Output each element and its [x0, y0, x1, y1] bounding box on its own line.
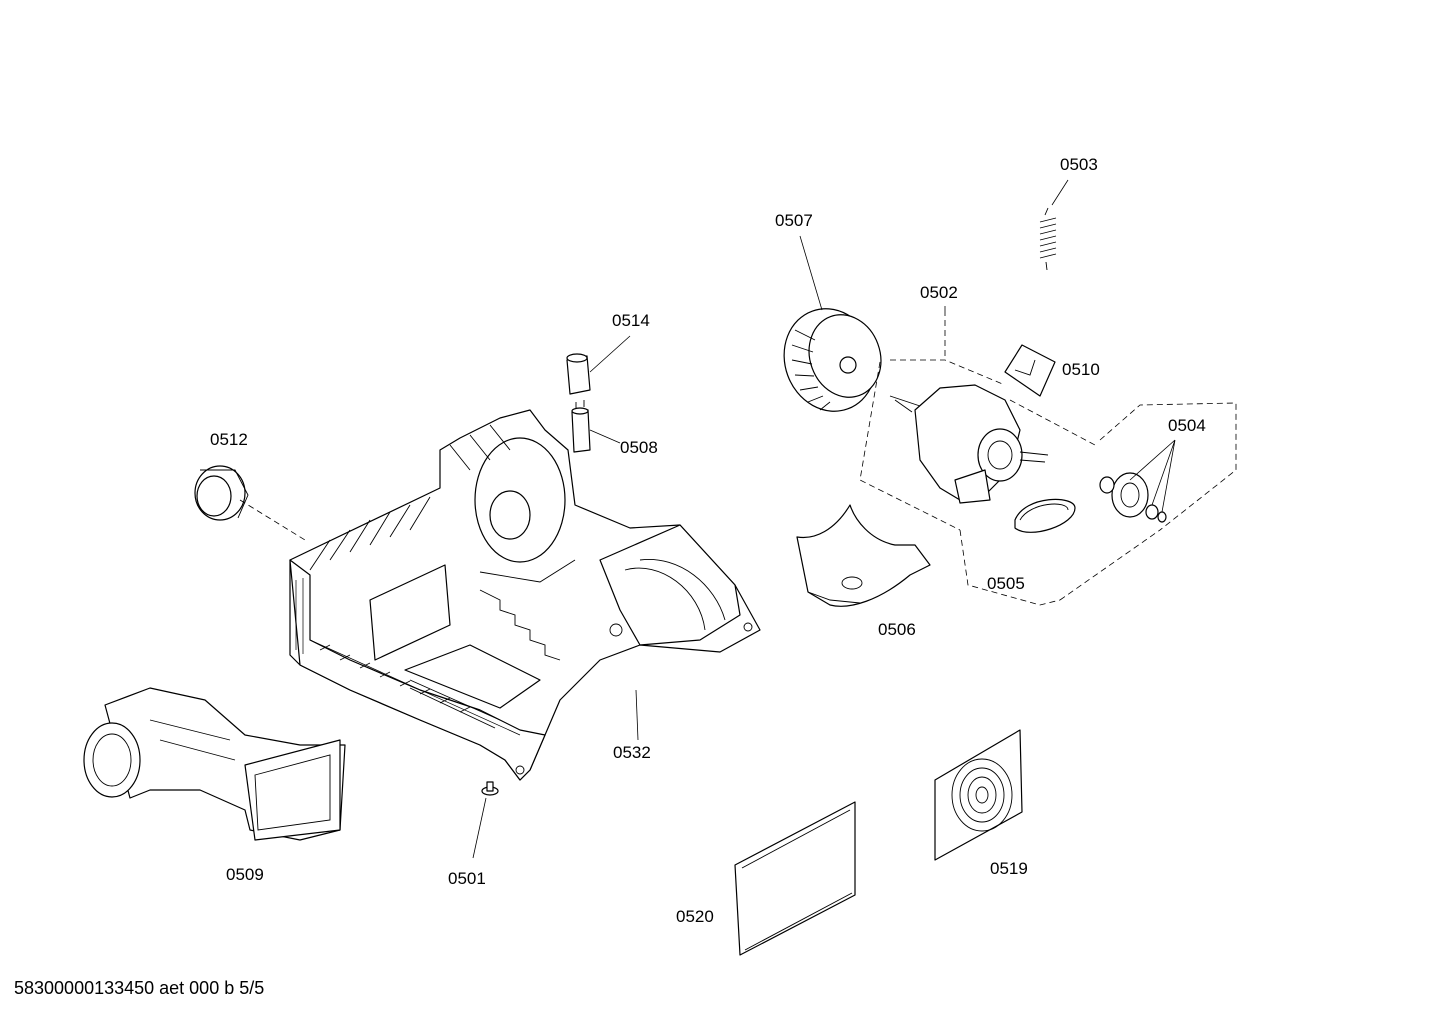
part-0505-belt [959, 498, 1076, 606]
label-0506: 0506 [878, 620, 916, 639]
label-0502: 0502 [920, 283, 958, 302]
label-0509: 0509 [226, 865, 264, 884]
label-0508: 0508 [620, 438, 658, 457]
part-0508-capacitor [571, 400, 621, 453]
footer-document-code: 58300000133450 aet 000 b 5/5 [14, 978, 265, 998]
label-0520: 0520 [676, 907, 714, 926]
label-0503: 0503 [1060, 155, 1098, 174]
part-0504-pulley [1059, 402, 1237, 601]
label-0519: 0519 [990, 859, 1028, 878]
label-0514: 0514 [612, 311, 650, 330]
part-0507-fan-wheel [783, 235, 882, 412]
part-0519-grille [934, 729, 1023, 861]
part-0510-bracket [1004, 344, 1056, 397]
part-0506-cover [796, 504, 931, 607]
part-0509-duct [83, 687, 346, 841]
part-0512-ring [194, 465, 306, 541]
part-0520-panel [734, 801, 856, 956]
part-0503-spring [1039, 179, 1069, 271]
label-0512: 0512 [210, 430, 248, 449]
label-0507: 0507 [775, 211, 813, 230]
label-0532: 0532 [613, 743, 651, 762]
part-0501-screw [472, 781, 499, 859]
part-0532-base-frame [289, 409, 761, 781]
label-0510: 0510 [1062, 360, 1100, 379]
label-0501: 0501 [448, 869, 486, 888]
label-0505: 0505 [987, 574, 1025, 593]
part-0514-cap [566, 335, 631, 395]
part-0502-motor [859, 310, 1096, 531]
label-0504: 0504 [1168, 416, 1206, 435]
